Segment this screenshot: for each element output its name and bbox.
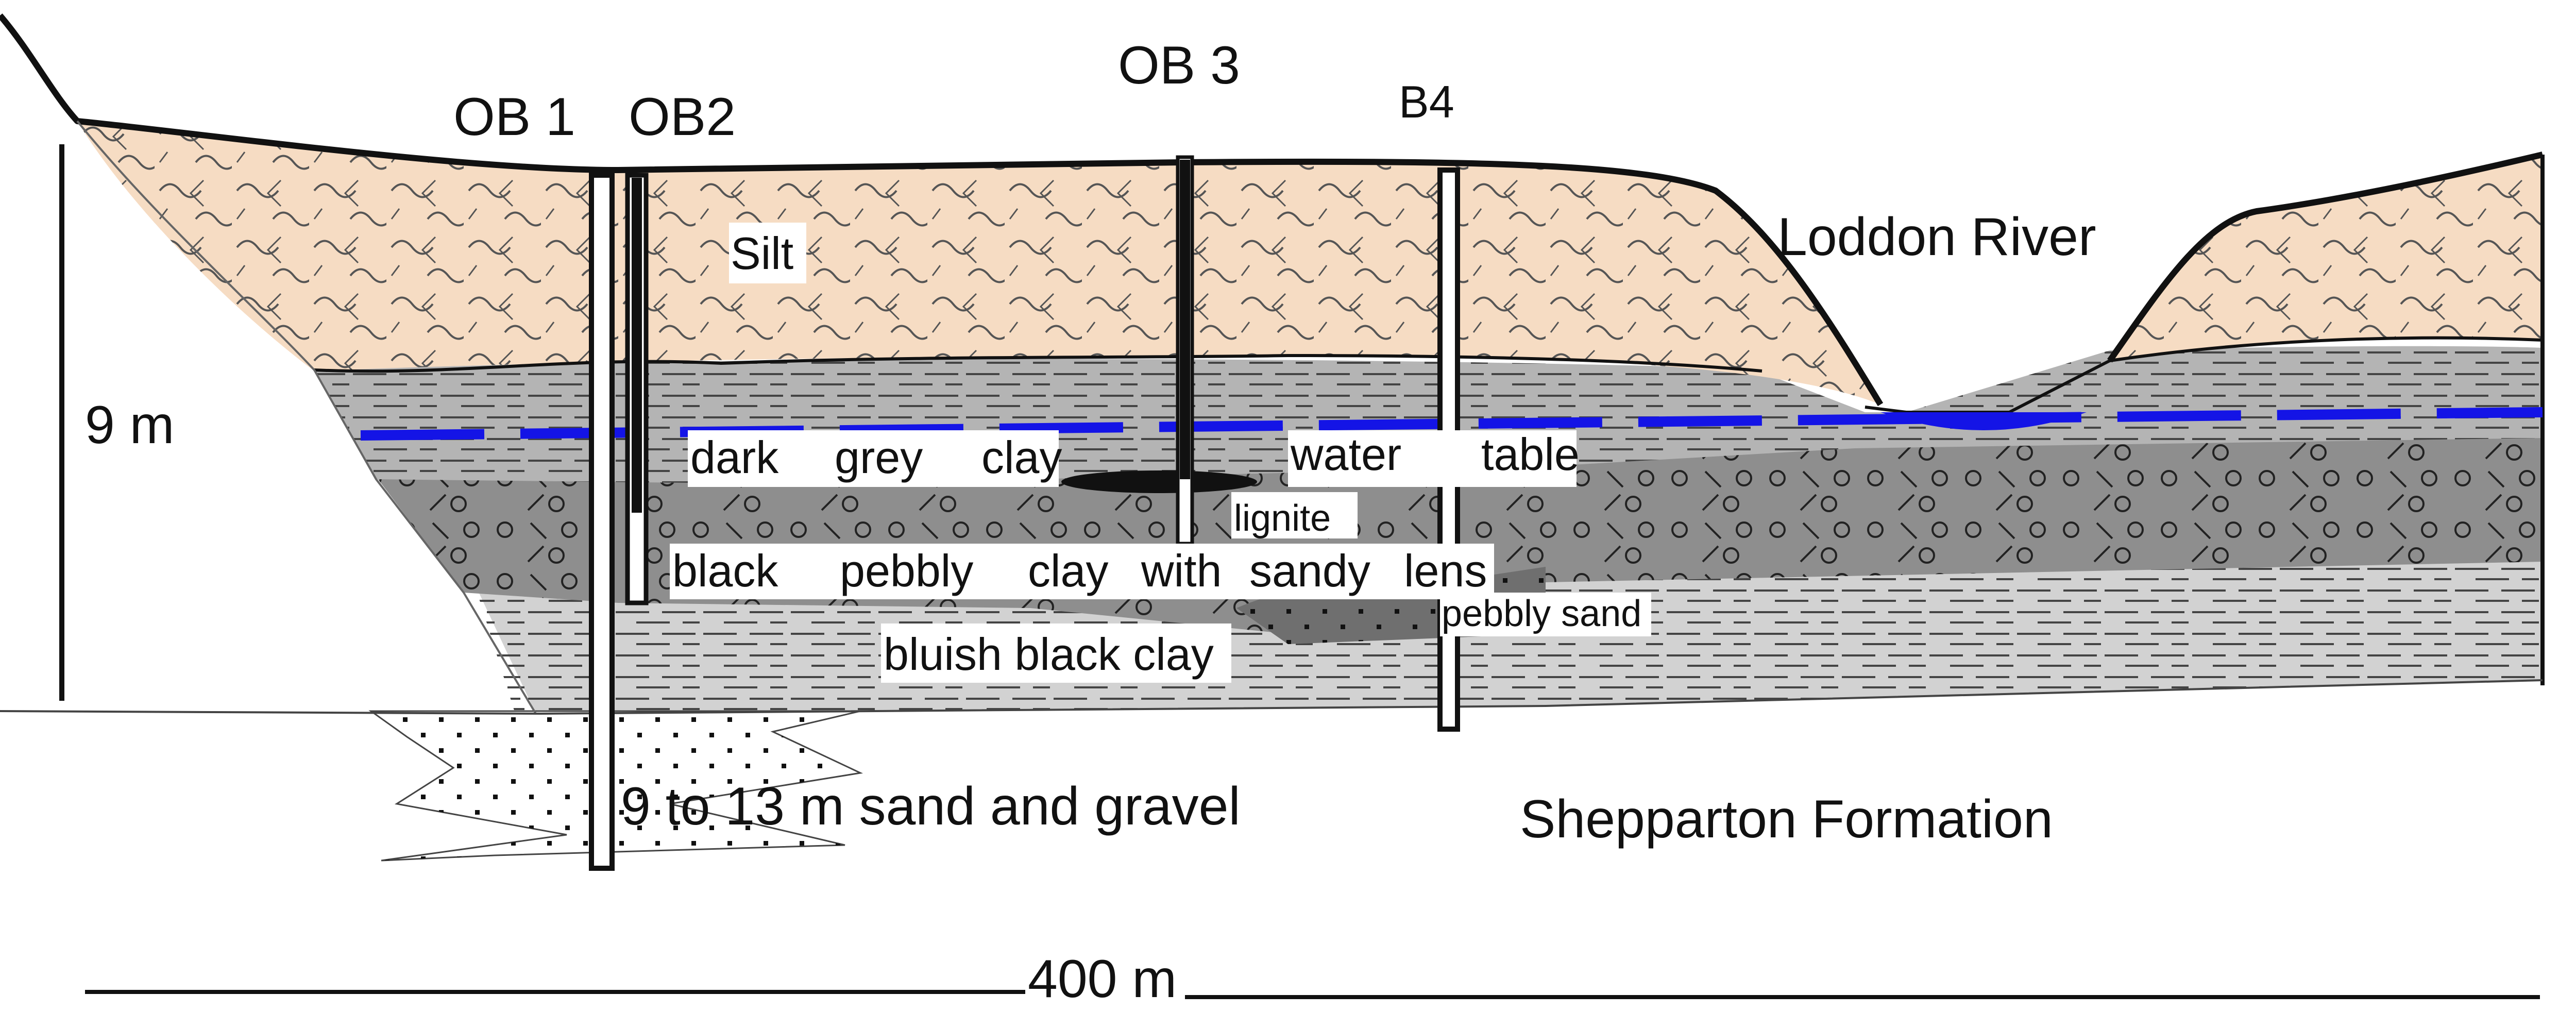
label-backgrounds <box>670 223 1651 683</box>
dark-grey-clay-label-3: clay <box>981 432 1062 483</box>
ground-surface-line <box>0 13 1884 407</box>
base-line <box>0 679 2543 715</box>
sand-and-gravel-label: 9 to 13 m sand and gravel <box>621 777 1241 836</box>
water-table-label-2: table <box>1481 429 1580 480</box>
dark-grey-clay-label-1: dark <box>690 432 779 483</box>
formation-label: Shepparton Formation <box>1520 789 2053 849</box>
bore-label-ob1: OB 1 <box>453 87 575 147</box>
silt-base-line-right <box>2109 336 2543 362</box>
labels: OB 1 OB2 OB 3 B4 Silt Loddon River dark … <box>85 36 2096 1009</box>
vertical-scale-label: 9 m <box>85 395 174 455</box>
silt-pattern-right <box>2110 155 2543 361</box>
black-pebbly-clay-label-3: clay <box>1028 545 1109 596</box>
river-water <box>1880 412 2087 430</box>
bore-ob1 <box>589 173 615 871</box>
black-pebbly-clay-label-2: pebbly <box>840 545 973 596</box>
silt-base-line <box>314 354 1762 373</box>
right-bank-line <box>2107 151 2544 363</box>
lignite-label: lignite <box>1234 498 1331 539</box>
bore-label-ob3: OB 3 <box>1118 36 1240 95</box>
bore-label-ob2: OB2 <box>629 87 736 147</box>
black-pebbly-clay-label-5: sandy <box>1249 545 1370 596</box>
bore-ob2 <box>625 173 649 605</box>
left-slope-line <box>76 120 537 715</box>
sand-and-gravel-dots <box>371 711 860 861</box>
bore-ob3 <box>1176 155 1194 546</box>
bores <box>589 155 1460 871</box>
water-table-label-1: water <box>1290 429 1401 480</box>
lignite-lens <box>1061 470 1257 493</box>
black-pebbly-clay-label-1: black <box>672 545 778 596</box>
scale-bars <box>59 144 2540 999</box>
bluish-black-clay-label: bluish black clay <box>884 629 1214 680</box>
pebbly-sand-label: pebbly sand <box>1442 593 1641 634</box>
silt-label: Silt <box>731 228 793 279</box>
dark-grey-clay-label-2: grey <box>835 432 923 483</box>
black-pebbly-clay-label-4: with <box>1141 545 1222 596</box>
strata <box>77 121 2543 862</box>
bore-label-b4: B4 <box>1399 76 1454 127</box>
river-label: Loddon River <box>1777 207 2096 267</box>
horizontal-scale-label: 400 m <box>1028 949 1177 1009</box>
black-pebbly-clay-label-6: lens <box>1404 545 1487 596</box>
silt-pattern <box>77 121 1880 405</box>
